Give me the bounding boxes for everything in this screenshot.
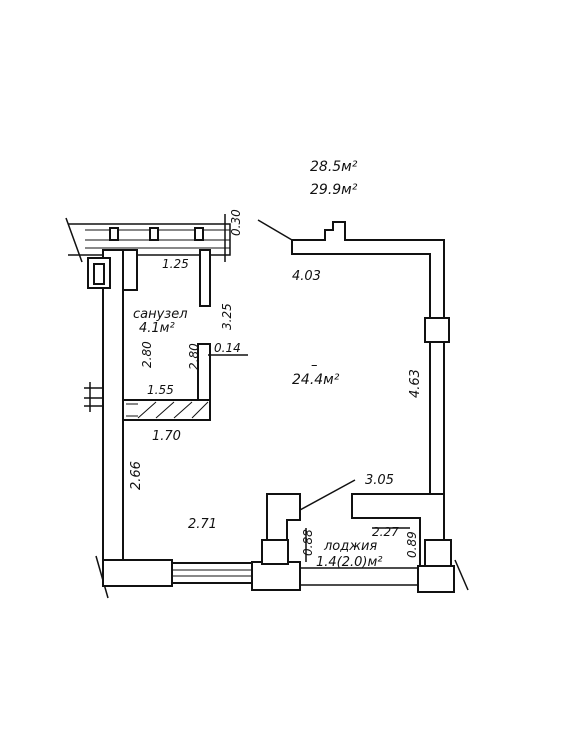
total-area-label: 28.5м²: [310, 159, 358, 175]
dimension-1-55: 1.55: [147, 383, 174, 397]
dimension-2-27: 2.27: [372, 525, 399, 539]
loggia-area-label: 1.4(2.0)м²: [316, 555, 383, 570]
loggia-name-label: лоджия: [323, 539, 377, 554]
bottom-wall: [102, 559, 301, 591]
dimension-0-89: 0.89: [405, 531, 419, 558]
bathroom-walls: [122, 249, 211, 421]
dimension-2-66: 2.66: [129, 461, 144, 490]
left-wall: [84, 249, 124, 599]
loggia-walls: [261, 479, 469, 593]
bathroom-area-label: 4.1м²: [139, 321, 175, 336]
dimension-0-88: 0.88: [301, 529, 315, 556]
main-room-area-label: 24.4м²: [292, 372, 340, 388]
dimension-2-80-left: 2.80: [140, 341, 154, 368]
dimension-2-71: 2.71: [188, 517, 217, 532]
room-dash-label: –: [311, 358, 318, 373]
dimension-lines: [208, 354, 410, 562]
dimension-3-25: 3.25: [220, 303, 234, 330]
dimension-1-25: 1.25: [162, 257, 189, 271]
dimension-0-30: 0.30: [229, 209, 243, 236]
dimension-1-70: 1.70: [152, 429, 181, 444]
top-right-wall: [257, 219, 450, 499]
dimension-4-03: 4.03: [292, 269, 321, 284]
dimension-4-63: 4.63: [408, 369, 423, 398]
total-area-with-loggia-label: 29.9м²: [310, 182, 358, 198]
dimension-0-14: 0.14: [214, 341, 241, 355]
top-wall-strip: [65, 214, 231, 263]
bathroom-name-label: санузел: [133, 307, 188, 322]
dimension-3-05: 3.05: [365, 473, 394, 488]
dimension-2-80-right: 2.80: [187, 343, 201, 370]
